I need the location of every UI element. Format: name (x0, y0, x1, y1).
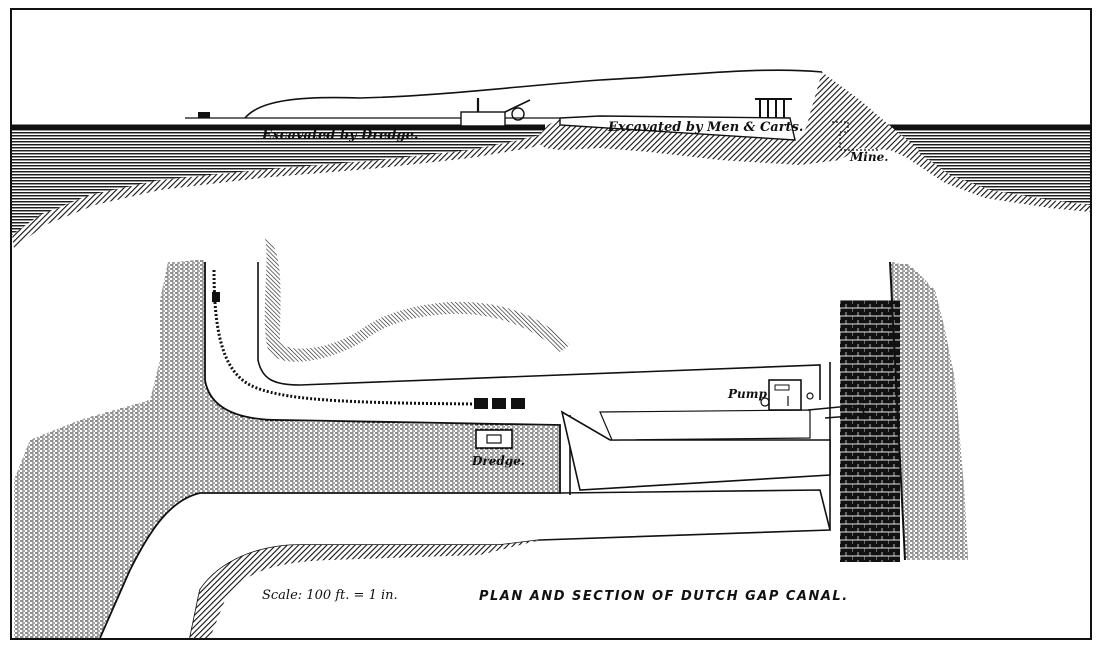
excavation-trough (559, 115, 796, 141)
rail-car-top (212, 292, 220, 302)
label-dredge-plan: Dredge. (471, 454, 525, 468)
plan-lower-bank (190, 540, 540, 638)
rail-car-2 (492, 398, 506, 409)
cofferdam-wedge (560, 410, 831, 491)
label-excavated-men-carts: Excavated by Men & Carts. (607, 120, 803, 135)
mine-shaft (832, 121, 880, 151)
canal-outer (99, 262, 561, 639)
rail-car-3 (511, 398, 525, 409)
label-mine: Mine. (849, 150, 888, 164)
trestle-section (755, 98, 792, 118)
label-excavated-dredge: Excavated by Dredge. (261, 128, 418, 143)
pump-house (760, 379, 867, 419)
dredge-boat-section (460, 98, 531, 127)
bluff-outline (244, 69, 823, 119)
rail-car-1 (474, 398, 488, 409)
bulkhead-edge (889, 261, 906, 561)
cofferdam-top (599, 409, 811, 441)
cart-section (198, 112, 210, 118)
plan-right-bank-stipple (890, 262, 968, 560)
canal-inner-top (257, 262, 821, 400)
excavation-earth (535, 72, 920, 165)
diagram-title: PLAN AND SECTION OF DUTCH GAP CANAL. (479, 589, 849, 604)
river-water-right (880, 126, 1090, 205)
timber-bulkhead (840, 300, 900, 562)
railway-track (212, 269, 481, 406)
spoil-ridge (264, 238, 570, 362)
river-bed-right (910, 150, 1090, 212)
river-bed-left (12, 133, 555, 248)
label-pump: Pump (727, 387, 767, 401)
plan-view: Pump Dredge. (14, 238, 968, 639)
river-plan (14, 260, 560, 638)
scale-label: Scale: 100 ft. = 1 in. (262, 588, 398, 603)
dredge-plan (475, 429, 513, 449)
river-water-left (12, 127, 548, 235)
section-view: Excavated by Dredge. Excavated by Men & … (12, 69, 1090, 248)
